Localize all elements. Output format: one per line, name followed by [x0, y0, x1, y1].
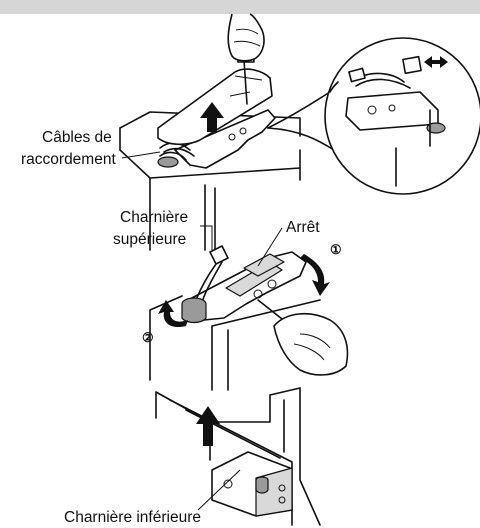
step-1-marker: ①	[330, 242, 342, 257]
hand-icon	[228, 14, 264, 61]
connector	[210, 246, 228, 264]
rotate-clockwise-arrow-icon	[300, 254, 330, 296]
label-upper-hinge-line2: supérieure	[113, 231, 186, 248]
panel-upper-hinge	[150, 246, 347, 390]
hand-icon-2	[274, 314, 347, 375]
leader-line-cables	[122, 152, 160, 158]
top-band	[0, 0, 480, 14]
label-lower-hinge: Charnière inférieure	[64, 509, 201, 526]
leader-line-upper-hinge	[200, 226, 212, 250]
detail-bubble	[268, 38, 480, 194]
panel-lower-hinge	[156, 388, 320, 525]
label-stop: Arrêt	[286, 219, 320, 236]
step-2-marker: ②	[142, 330, 154, 345]
label-cables: Câbles de	[42, 129, 112, 146]
label-upper-hinge: Charnière	[120, 209, 188, 226]
label-cables-line2: raccordement	[21, 151, 116, 168]
